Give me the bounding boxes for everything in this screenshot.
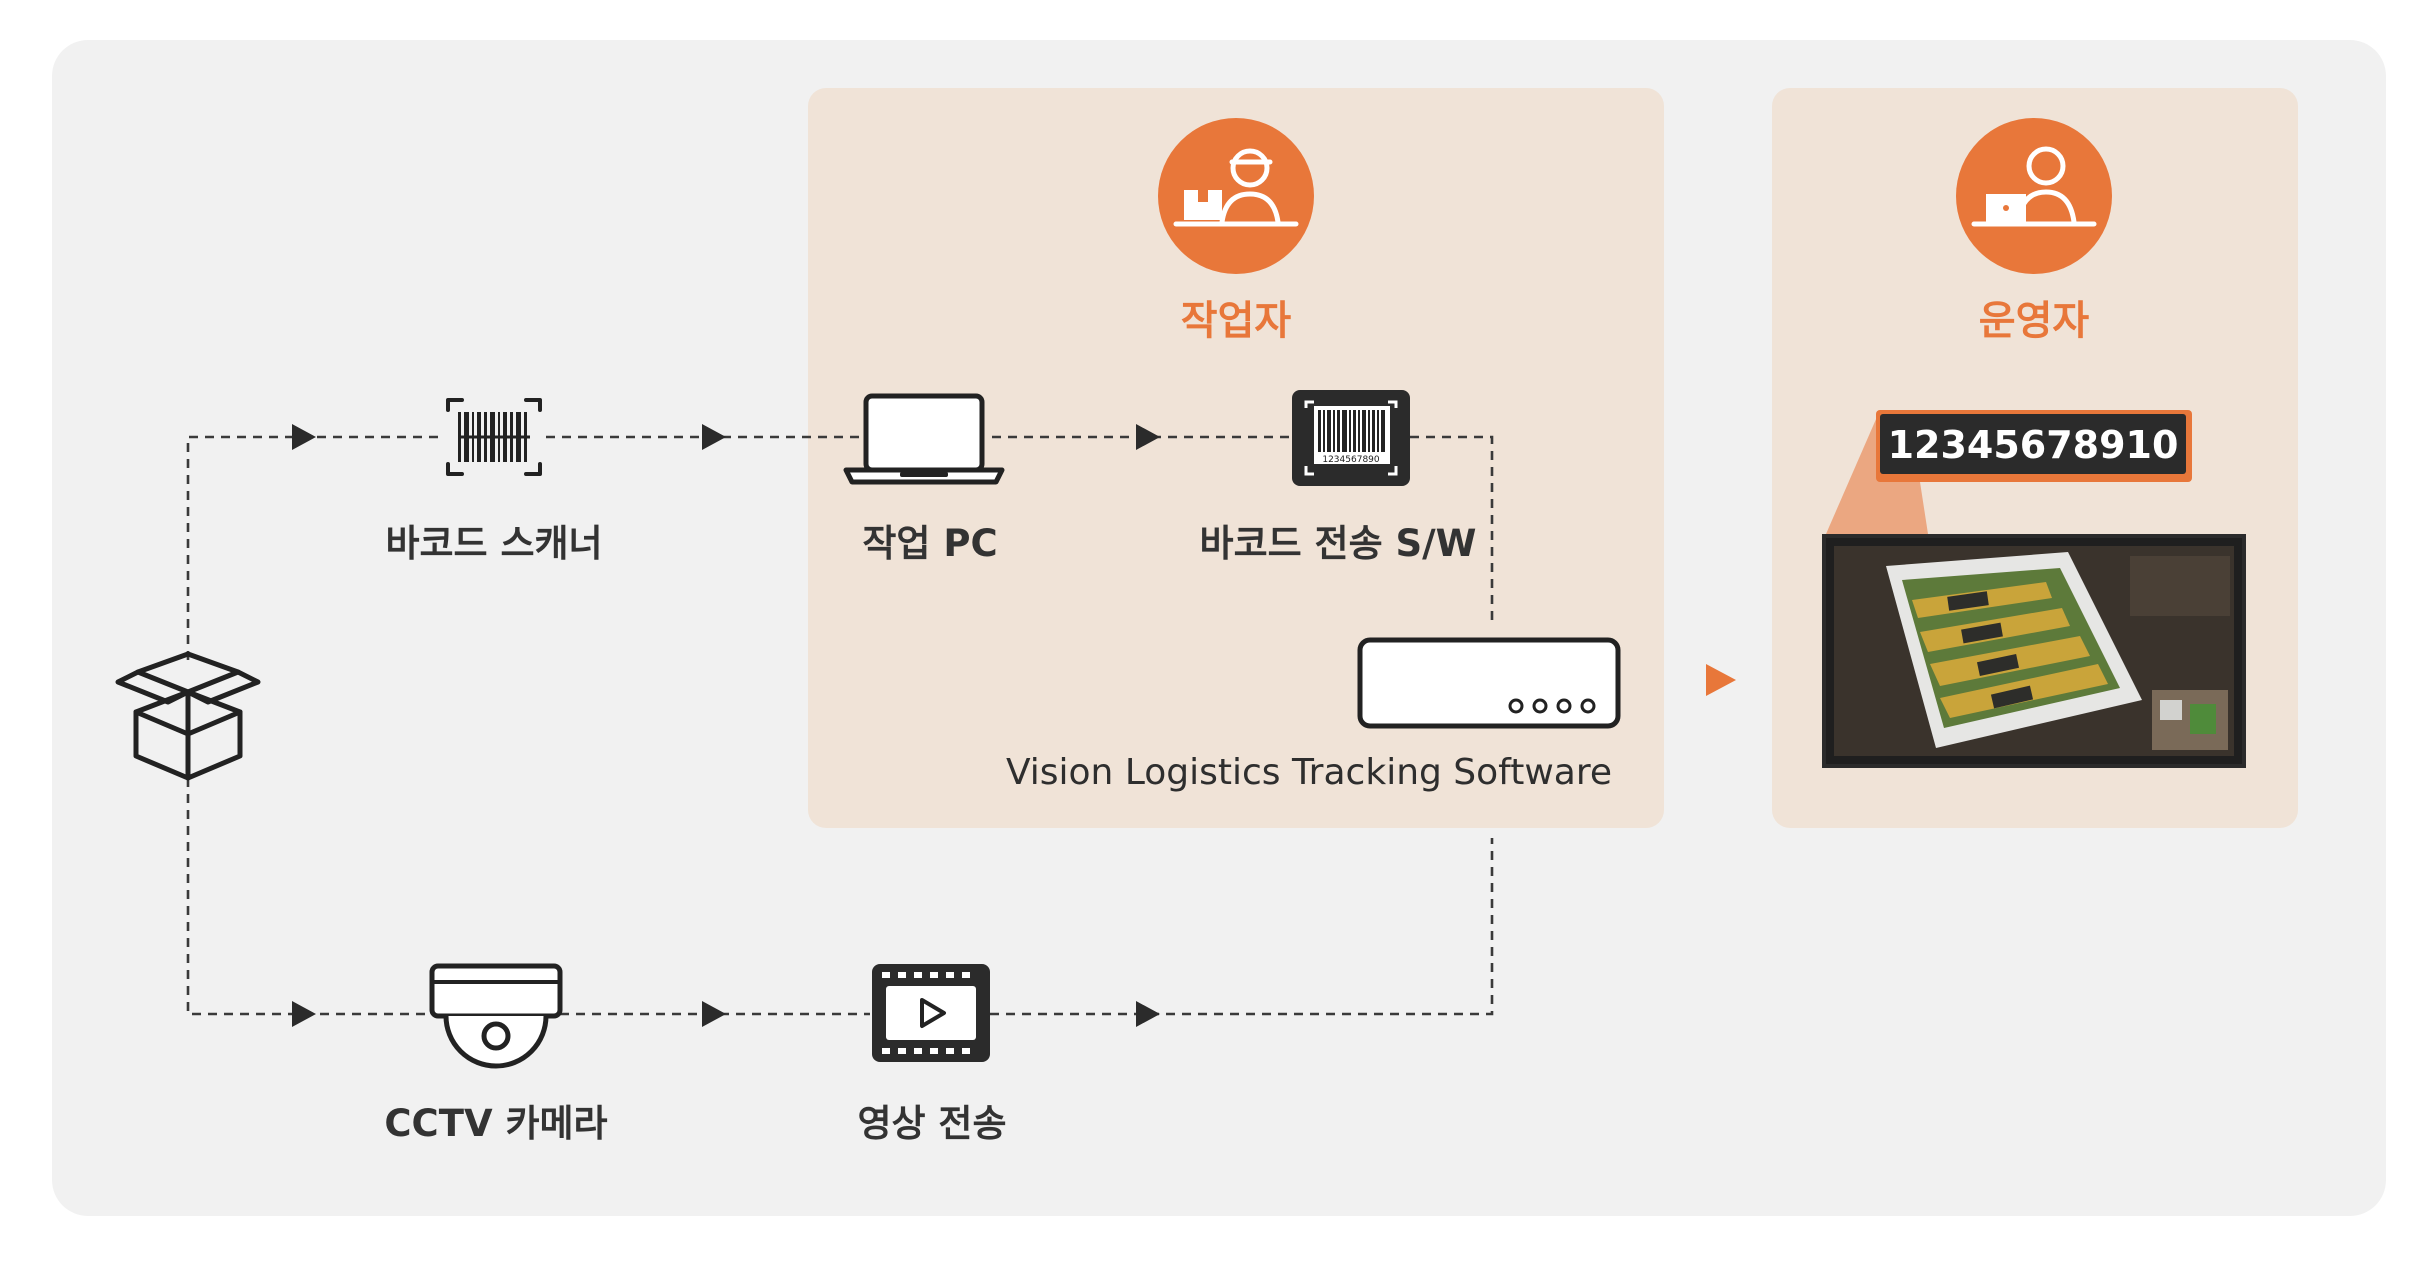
flow-line-top [186, 435, 440, 660]
worker-icon [1158, 118, 1314, 274]
barcode-value: 12345678910 [1888, 423, 2179, 467]
server-icon [1357, 637, 1621, 729]
flow-line-top-4 [1410, 435, 1494, 625]
arrow-head [292, 424, 316, 450]
operator-icon [1956, 118, 2112, 274]
arrow-head [292, 1001, 316, 1027]
cctv-label: CCTV 카메라 [384, 1102, 607, 1145]
cctv-camera-icon [429, 963, 563, 1069]
barcode-scanner-label: 바코드 스캐너 [385, 522, 602, 565]
barcode-icon: 1234567890 [1292, 390, 1410, 486]
operator-role-label: 운영자 [1979, 298, 2090, 344]
arrow-head [1136, 424, 1160, 450]
video-transfer-label: 영상 전송 [857, 1102, 1006, 1145]
barcode-sw-label: 바코드 전송 S/W [1200, 522, 1477, 565]
package-box-icon [115, 651, 261, 781]
barcode-digits: 1234567890 [1322, 455, 1380, 465]
barcode-callout-inner [1880, 414, 2186, 474]
barcode-scanner-icon [446, 398, 542, 476]
laptop-icon [843, 393, 1005, 485]
video-player-icon [872, 964, 990, 1062]
arrow-head [702, 1001, 726, 1027]
arrow-head [1136, 1001, 1160, 1027]
work-pc-label: 작업 PC [862, 522, 997, 565]
worker-role-label: 작업자 [1181, 298, 1292, 344]
vlts-label: Vision Logistics Tracking Software [1006, 752, 1612, 793]
flow-arrows [292, 424, 1160, 1027]
arrow-head [702, 424, 726, 450]
monitoring-screen [1822, 534, 2246, 768]
orange-arrow-icon [1706, 664, 1736, 696]
